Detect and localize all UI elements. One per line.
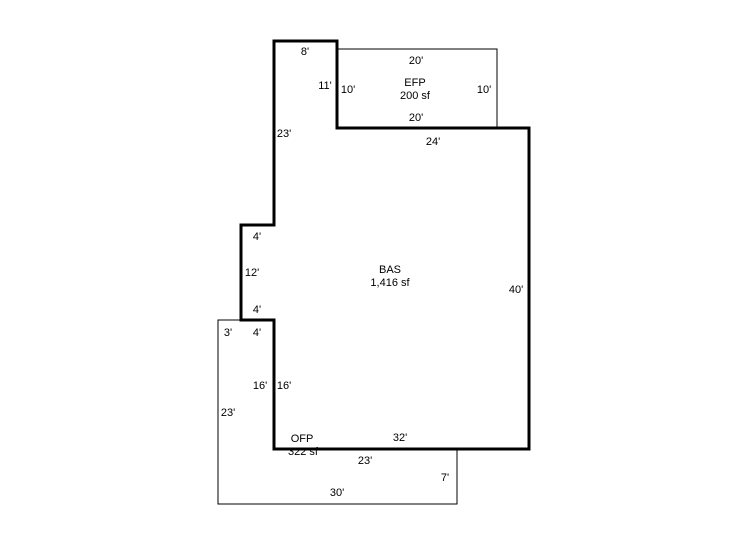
dim-bas-jog-bottom: 4'	[253, 304, 261, 316]
dim-ofp-bottom: 30'	[330, 487, 344, 499]
dim-bas-top-left: 8'	[301, 46, 309, 58]
dim-ofp-left: 23'	[221, 407, 235, 419]
efp-area: 200 sf	[400, 90, 431, 102]
bas-outline	[239, 39, 531, 451]
dim-ofp-inner-bottom: 23'	[358, 455, 372, 467]
dim-efp-bottom: 20'	[409, 112, 423, 124]
bas-area: 1,416 sf	[370, 277, 410, 289]
dim-efp-top: 20'	[409, 55, 423, 67]
efp-label: EFP	[404, 77, 425, 89]
dim-bas-right: 40'	[509, 284, 523, 296]
dim-bas-notch-vertical: 11'	[318, 80, 332, 92]
dim-bas-jog-top: 4'	[253, 231, 261, 243]
dim-bas-inner-left: 16'	[277, 380, 291, 392]
dim-ofp-top: 3'	[224, 327, 232, 339]
dim-bas-jog-left: 12'	[245, 267, 259, 279]
dim-bas-upper-left: 23'	[277, 128, 291, 140]
ofp-area: 322 sf	[288, 446, 319, 458]
dim-efp-right: 10'	[477, 84, 491, 96]
ofp-outline	[217, 319, 458, 505]
dim-ofp-jog: 4'	[253, 327, 261, 339]
dim-ofp-right: 7'	[441, 472, 449, 484]
efp-outline	[338, 48, 498, 128]
bas-label: BAS	[379, 264, 401, 276]
dim-efp-left: 10'	[341, 84, 355, 96]
dim-bas-top-right: 24'	[426, 136, 440, 148]
dim-ofp-inner-left: 16'	[253, 380, 267, 392]
dim-bas-bottom: 32'	[393, 432, 407, 444]
ofp-label: OFP	[291, 433, 314, 445]
